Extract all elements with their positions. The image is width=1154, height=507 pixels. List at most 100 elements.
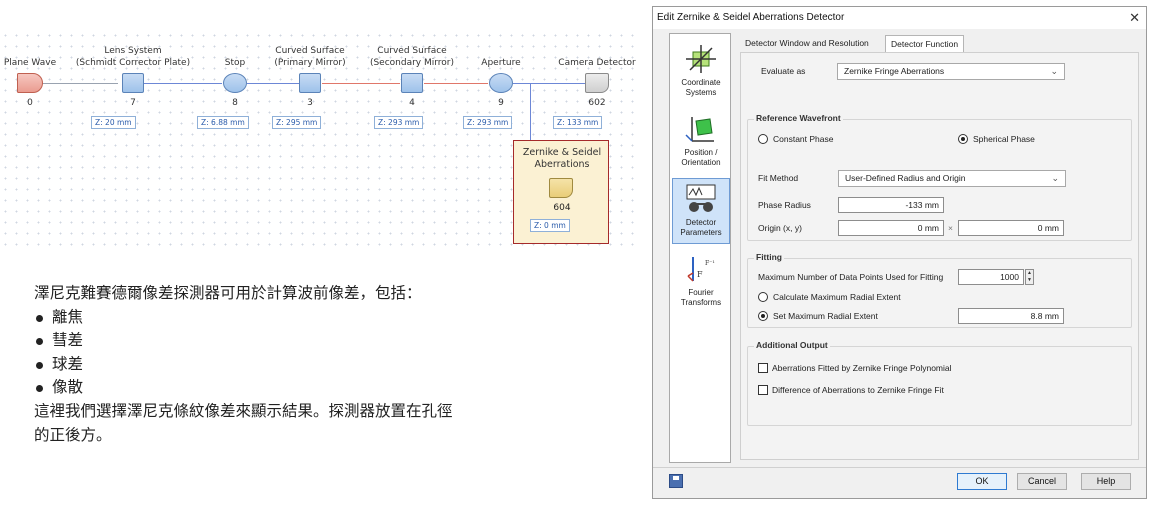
save-icon[interactable]	[669, 474, 683, 488]
dialog-title: Edit Zernike & Seidel Aberrations Detect…	[657, 12, 845, 23]
stop-icon	[223, 73, 247, 93]
set-radial-input[interactable]: 8.8 mm	[958, 308, 1064, 324]
origin-label: Origin (x, y)	[758, 223, 802, 233]
node-label: Curved Surface	[275, 46, 345, 56]
connector-wire	[530, 83, 531, 187]
footer-divider	[653, 467, 1146, 468]
calc-radial-radio[interactable]	[758, 292, 768, 302]
constant-phase-radio[interactable]	[758, 134, 768, 144]
phase-radius-input[interactable]: -133 mm	[838, 197, 944, 213]
additional-output-group: Additional Output Aberrations Fitted by …	[747, 340, 1132, 426]
edit-detector-dialog: Edit Zernike & Seidel Aberrations Detect…	[652, 6, 1147, 499]
spherical-phase-label: Spherical Phase	[973, 134, 1035, 144]
chevron-down-icon: ⌄	[1051, 173, 1059, 183]
node-zernike-detector[interactable]: Zernike & Seidel Aberrations 604 Z: 0 mm	[513, 140, 609, 244]
difference-aberrations-checkbox[interactable]	[758, 385, 768, 395]
detector-parameters-icon	[686, 184, 716, 212]
outro-text: 這裡我們選擇澤尼克條紋像差來顯示結果。探測器放置在孔徑 的正後方。	[34, 401, 453, 444]
connector-wire	[322, 83, 400, 84]
evaluate-dropdown[interactable]: Zernike Fringe Aberrations ⌄	[837, 63, 1065, 80]
fitting-group: Fitting Maximum Number of Data Points Us…	[747, 252, 1132, 328]
group-title: Additional Output	[754, 340, 830, 350]
dialog-sidebar: Coordinate Systems Position / Orientatio…	[669, 33, 731, 463]
description-text: 澤尼克難賽德爾像差探測器可用於計算波前像差，包括： 離焦 彗差 球差 像散 這裡…	[34, 282, 624, 447]
connector-wire	[513, 83, 590, 84]
connector-wire	[424, 83, 488, 84]
connector-wire	[144, 83, 222, 84]
node-index: 602	[588, 98, 606, 108]
z-position-badge: Z: 6.88 mm	[197, 116, 249, 129]
list-item: 彗差	[34, 329, 624, 353]
curved-surface-icon	[299, 73, 321, 93]
tab-detector-window[interactable]: Detector Window and Resolution	[745, 38, 869, 48]
max-points-stepper[interactable]: ▲▼	[1025, 269, 1034, 285]
difference-aberrations-label: Difference of Aberrations to Zernike Fri…	[772, 385, 944, 395]
node-sublabel: (Primary Mirror)	[274, 58, 346, 68]
position-cube-icon	[685, 117, 714, 142]
fit-method-label: Fit Method	[758, 173, 799, 183]
group-title: Reference Wavefront	[754, 113, 843, 123]
sidebar-item-coordinate-systems[interactable]: Coordinate Systems	[672, 38, 730, 104]
z-position-badge: Z: 295 mm	[272, 116, 322, 129]
set-radial-label: Set Maximum Radial Extent	[773, 311, 878, 321]
max-points-label: Maximum Number of Data Points Used for F…	[758, 272, 944, 282]
light-source-icon	[17, 73, 43, 93]
constant-phase-label: Constant Phase	[773, 134, 834, 144]
camera-detector-icon	[585, 73, 609, 93]
set-radial-radio[interactable]	[758, 311, 768, 321]
aberration-list: 離焦 彗差 球差 像散	[34, 306, 624, 400]
sidebar-item-fourier-transforms[interactable]: F F⁻¹ Fourier Transforms	[672, 248, 730, 314]
max-points-input[interactable]: 1000	[958, 269, 1024, 285]
zernike-detector-icon	[549, 178, 573, 198]
node-label: Curved Surface	[377, 46, 447, 56]
node-sublabel: (Schmidt Corrector Plate)	[75, 58, 191, 68]
origin-y-input[interactable]: 0 mm	[958, 220, 1064, 236]
intro-text: 澤尼克難賽德爾像差探測器可用於計算波前像差，包括：	[34, 284, 422, 302]
svg-text:F⁻¹: F⁻¹	[705, 260, 715, 267]
fit-method-dropdown[interactable]: User-Defined Radius and Origin ⌄	[838, 170, 1066, 187]
node-label: Camera Detector	[558, 58, 636, 68]
z-position-badge: Z: 20 mm	[91, 116, 136, 129]
node-label: Stop	[224, 58, 246, 68]
close-icon[interactable]: ✕	[1129, 10, 1140, 25]
node-label: Lens System	[104, 46, 162, 56]
z-position-badge: Z: 293 mm	[374, 116, 424, 129]
dialog-titlebar: Edit Zernike & Seidel Aberrations Detect…	[653, 7, 1146, 29]
sidebar-item-position-orientation[interactable]: Position / Orientation	[672, 108, 730, 174]
calc-radial-label: Calculate Maximum Radial Extent	[773, 292, 901, 302]
list-item: 球差	[34, 353, 624, 377]
fitted-aberrations-label: Aberrations Fitted by Zernike Fringe Pol…	[772, 363, 952, 373]
reference-wavefront-group: Reference Wavefront Constant Phase Spher…	[747, 113, 1132, 241]
sidebar-item-detector-parameters[interactable]: Detector Parameters	[672, 178, 730, 244]
detector-function-page: Evaluate as Zernike Fringe Aberrations ⌄…	[740, 52, 1139, 460]
z-position-badge: Z: 133 mm	[553, 116, 603, 129]
help-button[interactable]: Help	[1081, 473, 1131, 490]
spherical-phase-radio[interactable]	[958, 134, 968, 144]
evaluate-label: Evaluate as	[761, 66, 806, 76]
node-label: Plane Wave	[3, 58, 57, 68]
z-position-badge: Z: 293 mm	[463, 116, 513, 129]
coordinate-axes-icon	[686, 45, 716, 73]
lens-system-icon	[122, 73, 144, 93]
origin-x-input[interactable]: 0 mm	[838, 220, 944, 236]
node-index: 8	[232, 98, 238, 108]
connector-wire	[247, 83, 299, 84]
node-index: 0	[27, 98, 33, 108]
z-position-badge: Z: 0 mm	[530, 219, 570, 232]
svg-text:F: F	[697, 270, 703, 279]
node-sublabel: (Secondary Mirror)	[369, 58, 455, 68]
dialog-content: Detector Window and Resolution Detector …	[740, 35, 1140, 460]
aperture-icon	[489, 73, 513, 93]
list-item: 像散	[34, 376, 624, 400]
list-item: 離焦	[34, 306, 624, 330]
node-index: 7	[130, 98, 136, 108]
ok-button[interactable]: OK	[957, 473, 1007, 490]
node-index: 604	[553, 203, 571, 213]
node-index: 4	[409, 98, 415, 108]
fitted-aberrations-checkbox[interactable]	[758, 363, 768, 373]
curved-surface-icon	[401, 73, 423, 93]
fourier-transform-icon: F F⁻¹	[687, 257, 715, 282]
tab-detector-function[interactable]: Detector Function	[885, 35, 965, 53]
cancel-button[interactable]: Cancel	[1017, 473, 1067, 490]
connector-wire	[42, 83, 118, 84]
